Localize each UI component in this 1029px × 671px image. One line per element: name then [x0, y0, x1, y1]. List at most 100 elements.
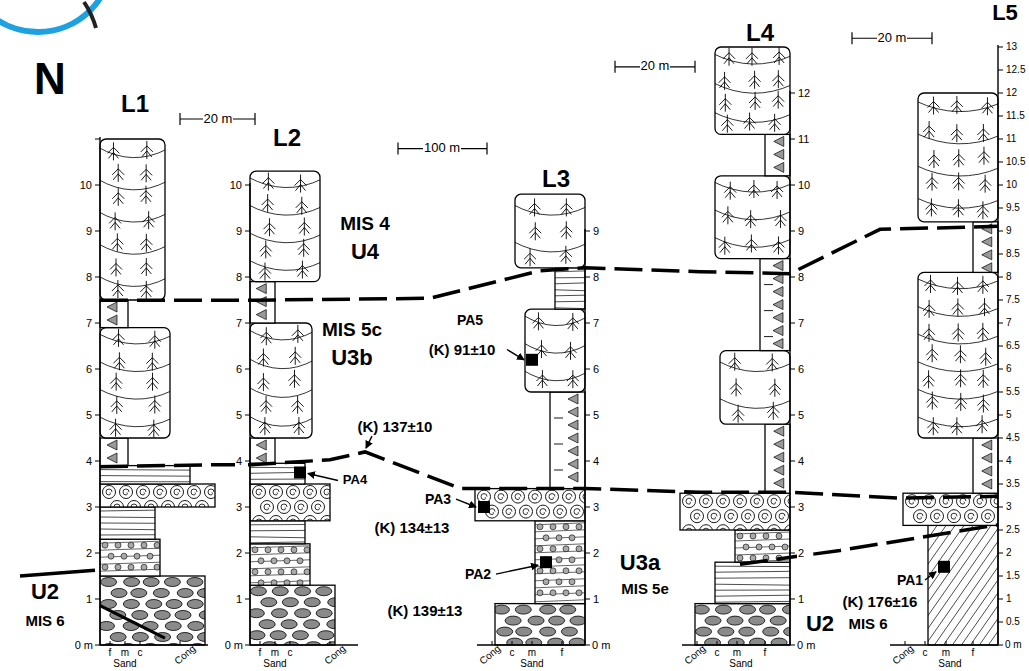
depth-number: 8: [235, 271, 243, 284]
grain-label: c: [287, 647, 294, 659]
depth-number: 12: [797, 87, 811, 100]
unit-label: U3a: [619, 550, 661, 575]
depth-number: 0 m: [74, 639, 94, 652]
distance-label: 20 m: [203, 112, 234, 127]
depth-number: 3.5: [1005, 478, 1021, 490]
depth-number: 3: [592, 501, 600, 514]
grain-label: Cong: [681, 642, 708, 667]
depth-number: 5: [592, 409, 600, 422]
depth-number: 5: [1005, 409, 1013, 421]
depth-number: 5: [85, 409, 93, 422]
grain-label: Sand: [519, 658, 544, 670]
unit-label: MIS 6: [847, 615, 888, 632]
depth-number: 0.5: [1005, 616, 1021, 628]
grain-label: Cong: [321, 642, 348, 667]
depth-number: 9: [85, 225, 93, 238]
depth-number: 1: [797, 593, 805, 606]
depth-number: 2: [235, 547, 243, 560]
depth-number: 8: [85, 271, 93, 284]
depth-number: 8: [797, 271, 805, 284]
depth-number: 6: [592, 363, 600, 376]
depth-number: 4: [85, 455, 93, 468]
sample-label: PA2: [464, 566, 492, 582]
depth-number: 8.5: [1005, 248, 1021, 260]
depth-number: 9: [235, 225, 243, 238]
unit-label: U3b: [330, 345, 374, 370]
grain-label: f: [108, 647, 113, 659]
depth-number: 2: [85, 547, 93, 560]
depth-number: 7: [235, 317, 243, 330]
depth-number: 9.5: [1005, 202, 1021, 214]
depth-number: 3: [85, 501, 93, 514]
depth-number: 7: [592, 317, 600, 330]
depth-number: 6.5: [1005, 340, 1021, 352]
depth-number: 3: [797, 501, 805, 514]
depth-number: 2.5: [1005, 524, 1021, 536]
depth-number: 8: [1005, 271, 1013, 283]
grain-label: Sand: [262, 658, 287, 670]
depth-number: 0 m: [1004, 639, 1023, 651]
depth-number: 10: [229, 179, 243, 192]
grain-label: c: [922, 647, 929, 659]
grain-label: f: [258, 647, 263, 659]
depth-number: 1.5: [1005, 570, 1021, 582]
depth-number: 6: [235, 363, 243, 376]
depth-number: 12: [1005, 87, 1018, 99]
depth-number: 10: [797, 179, 811, 192]
depth-number: 6: [85, 363, 93, 376]
grain-label: m: [941, 647, 951, 659]
grain-label: c: [509, 647, 516, 659]
depth-number: 10.5: [1005, 156, 1026, 168]
depth-number: 2: [592, 547, 600, 560]
unit-label: U2: [805, 611, 835, 636]
sample-label: PA5: [456, 312, 484, 328]
grain-label: m: [270, 647, 280, 659]
unit-label: U4: [350, 239, 380, 264]
distance-label: 20 m: [877, 31, 908, 46]
depth-number: 6: [1005, 363, 1013, 375]
sample-label: PA4: [342, 473, 368, 488]
grain-label: m: [120, 647, 130, 659]
depth-number: 2: [1005, 547, 1013, 559]
depth-number: 5: [235, 409, 243, 422]
depth-number: 11: [1005, 133, 1017, 145]
grain-label: Sand: [728, 658, 753, 670]
grain-label: Cong: [476, 642, 503, 667]
depth-number: 8: [592, 271, 600, 284]
depth-number: 3: [1005, 501, 1013, 513]
grain-label: c: [714, 647, 721, 659]
grain-label: Cong: [889, 642, 916, 667]
unit-label: MIS 4: [339, 213, 391, 235]
depth-number: 9: [592, 225, 600, 238]
age-label: (K) 134±13: [374, 519, 451, 536]
distance-label: 20 m: [640, 59, 671, 74]
depth-number: 7: [1005, 317, 1013, 329]
depth-number: 11: [797, 133, 810, 146]
depth-number: 11.5: [1005, 110, 1026, 122]
depth-number: 1: [85, 593, 93, 606]
depth-number: 9: [797, 225, 805, 238]
depth-number: 7: [85, 317, 93, 330]
age-label: (K) 139±13: [387, 602, 464, 619]
depth-number: 10: [1005, 179, 1018, 191]
logo-arc: [0, 0, 112, 32]
grain-label: Cong: [171, 642, 198, 667]
depth-number: 13: [1005, 41, 1018, 53]
age-label: (K) 91±10: [428, 341, 497, 358]
log-name: L2: [272, 124, 302, 152]
north-label: N: [33, 54, 67, 105]
log-name: L5: [991, 0, 1019, 25]
grain-label: f: [763, 647, 768, 659]
depth-number: 4: [797, 455, 805, 468]
depth-number: 10: [79, 179, 93, 192]
depth-number: 0 m: [796, 639, 816, 652]
depth-number: 0 m: [224, 639, 244, 652]
grain-label: f: [971, 647, 976, 659]
unit-label: MIS 6: [24, 612, 65, 629]
depth-number: 7.5: [1005, 294, 1021, 306]
depth-number: 1: [1005, 593, 1013, 605]
sample-label: PA1: [896, 572, 924, 588]
distance-label: 100 m: [423, 141, 461, 156]
